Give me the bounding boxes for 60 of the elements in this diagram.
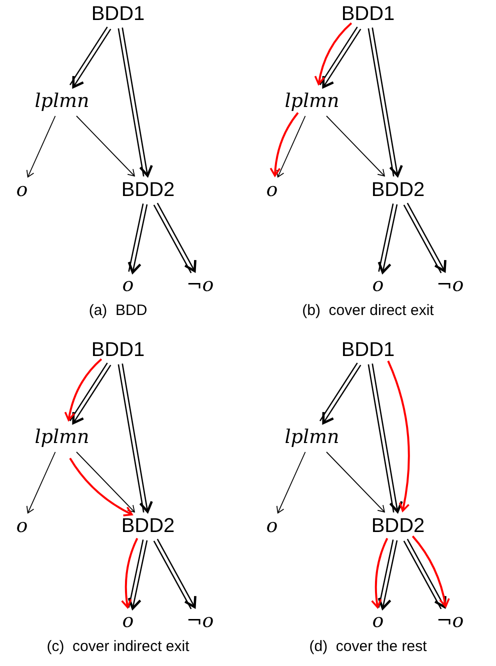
- arrow: [276, 452, 306, 514]
- node-label: o: [265, 179, 279, 201]
- node-label: o: [15, 179, 29, 201]
- arrow: [26, 452, 56, 514]
- caption: (a) BDD: [88, 302, 148, 319]
- arrow: [69, 26, 112, 88]
- arrow: [128, 202, 148, 274]
- arrow: [69, 458, 133, 516]
- arrow: [276, 116, 306, 178]
- arrow: [412, 536, 450, 608]
- arrow: [319, 26, 362, 88]
- node-label: ¬o: [184, 610, 216, 632]
- arrow: [326, 452, 385, 512]
- node-label: lplmn: [279, 88, 345, 114]
- arrow: [326, 116, 385, 176]
- arrow: [121, 538, 138, 608]
- arrow: [368, 363, 403, 513]
- node-label: o: [121, 274, 135, 296]
- arrow: [128, 538, 148, 610]
- arrow: [387, 360, 410, 512]
- arrow: [378, 538, 398, 610]
- node-label: BDD2: [369, 514, 427, 538]
- arrow: [403, 202, 446, 274]
- arrow: [153, 202, 196, 274]
- node-label: ¬o: [184, 274, 216, 296]
- node-label: lplmn: [29, 424, 95, 450]
- node-label: o: [265, 515, 279, 537]
- arrow: [153, 538, 196, 610]
- caption: (b) cover direct exit: [302, 302, 434, 319]
- arrow: [118, 363, 153, 513]
- arrow: [76, 452, 135, 512]
- node-label: BDD1: [89, 338, 147, 362]
- node-label: BDD2: [369, 178, 427, 202]
- arrow: [270, 112, 299, 177]
- node-label: o: [371, 610, 385, 632]
- caption: (d) cover the rest: [309, 638, 427, 655]
- node-label: BDD2: [119, 178, 177, 202]
- arrow: [371, 538, 388, 608]
- node-label: BDD1: [339, 338, 397, 362]
- node-label: BDD1: [339, 2, 397, 26]
- arrow: [26, 116, 56, 178]
- node-label: o: [15, 515, 29, 537]
- arrow: [64, 358, 102, 421]
- node-label: BDD2: [119, 514, 177, 538]
- node-label: lplmn: [279, 424, 345, 450]
- node-label: ¬o: [434, 610, 466, 632]
- arrow: [319, 362, 362, 424]
- arrow: [403, 538, 446, 610]
- node-label: lplmn: [29, 88, 95, 114]
- arrow: [118, 27, 153, 177]
- node-label: ¬o: [434, 274, 466, 296]
- arrow: [69, 362, 112, 424]
- node-label: o: [371, 274, 385, 296]
- node-label: BDD1: [89, 2, 147, 26]
- arrow: [314, 22, 352, 85]
- arrow: [76, 116, 135, 176]
- arrow: [368, 27, 403, 177]
- node-label: o: [121, 610, 135, 632]
- caption: (c) cover indirect exit: [46, 638, 190, 655]
- arrow: [378, 202, 398, 274]
